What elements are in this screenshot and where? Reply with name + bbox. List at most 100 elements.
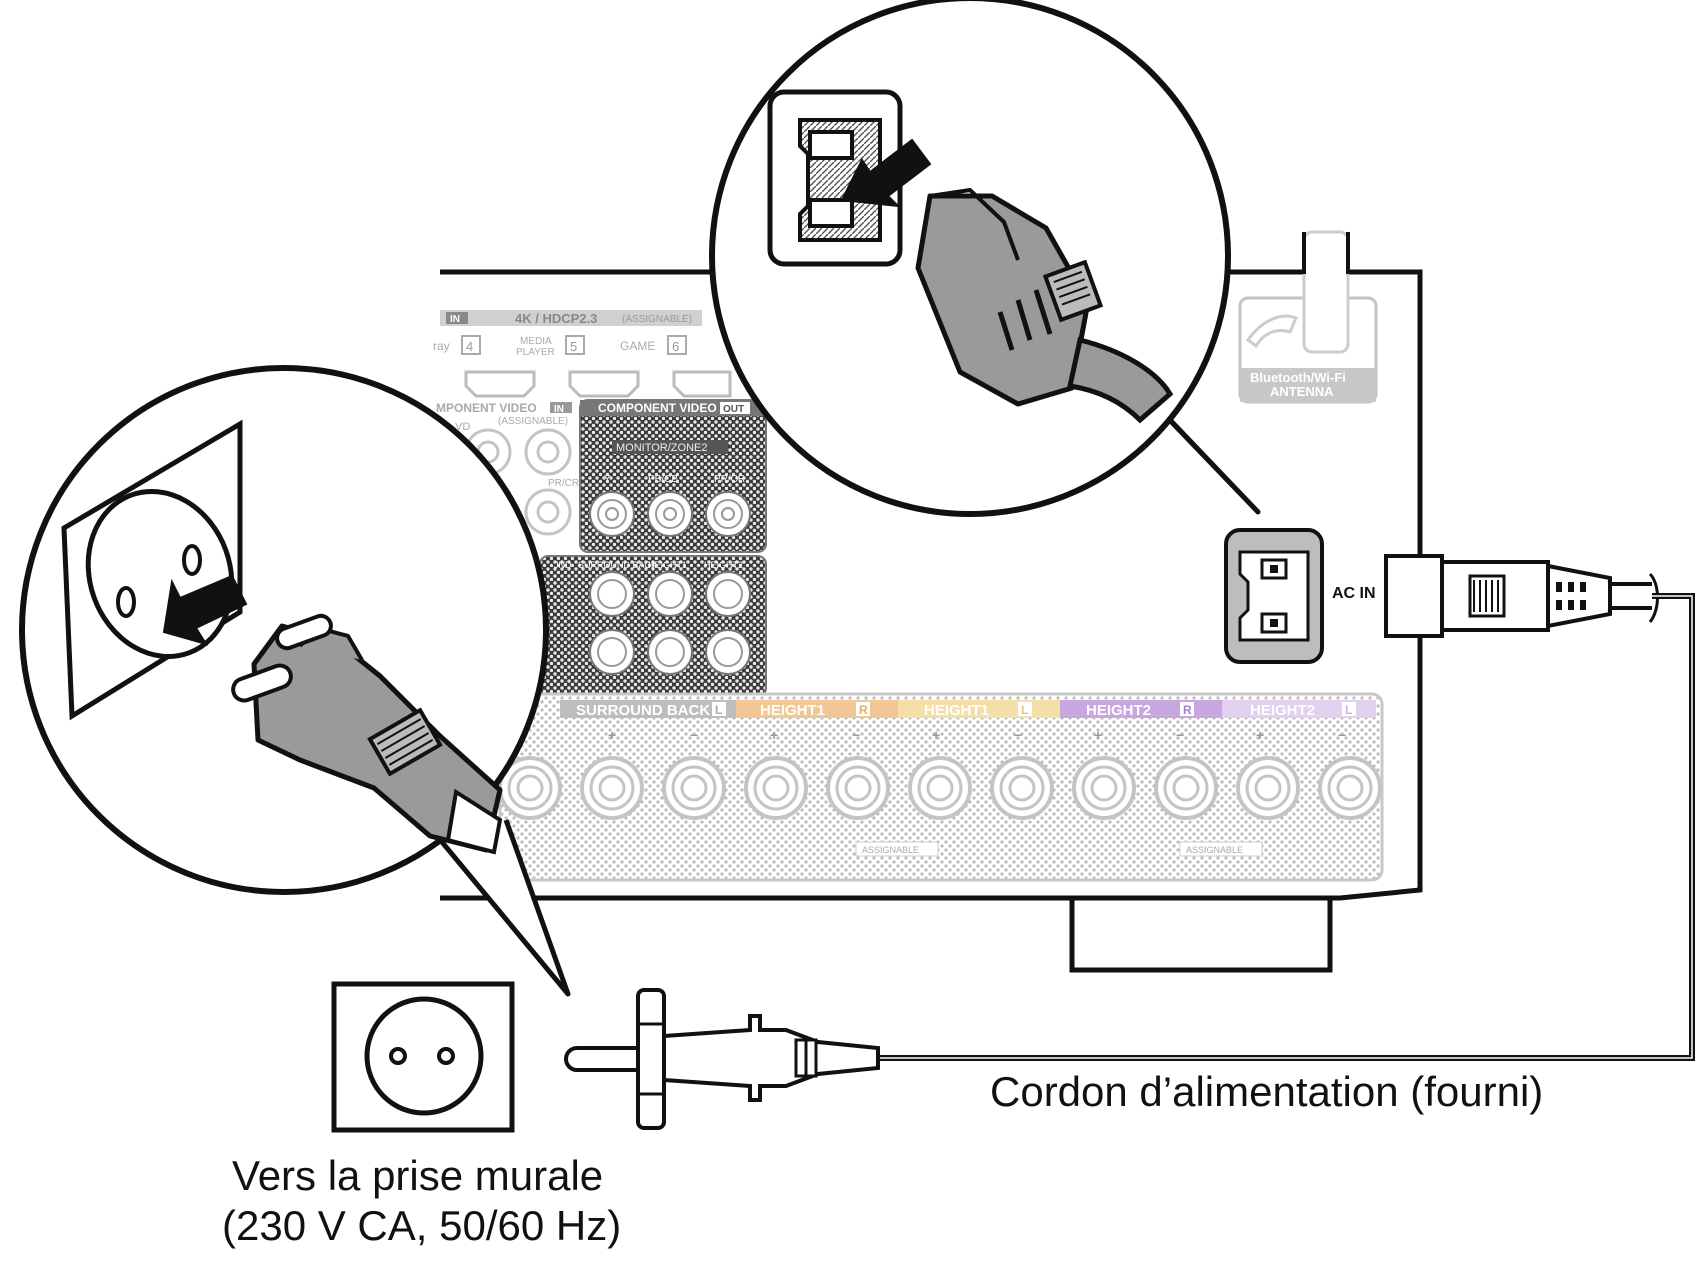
spk-height1-l-ch: L: [1021, 703, 1028, 717]
antenna-label-1: Bluetooth/Wi-Fi: [1250, 370, 1346, 385]
spk-height2-r-ch: R: [1183, 703, 1192, 717]
hdmi-header-title: 4K / HDCP2.3: [515, 311, 597, 326]
pre-out-jack-5: [647, 629, 693, 675]
power-cord-wire-highlight: [878, 595, 1693, 1059]
hdmi-input-bluray-number: 4: [466, 339, 473, 354]
ac-in-label: AC IN: [1332, 585, 1376, 602]
speaker-binding-post-ring: [762, 774, 790, 802]
pre-out-jack-6: [705, 629, 751, 675]
hdmi-header-assignable: (ASSIGNABLE): [622, 314, 692, 325]
polarity-minus-2: −: [852, 727, 860, 743]
speaker-binding-post-ring: [835, 765, 881, 811]
polarity-minus-4: −: [1176, 727, 1184, 743]
polarity-minus-1: −: [690, 727, 698, 743]
hdmi-input-bluray-label: ray: [433, 339, 450, 353]
speaker-binding-post-ring: [1327, 765, 1373, 811]
component-video-out-section: COMPONENT VIDEO OUT MONITOR/ZONE2 Y PB/C…: [579, 399, 767, 553]
component-out-pr: PR/CR: [714, 474, 745, 485]
speaker-binding-post-ring: [671, 765, 717, 811]
speaker-binding-post-ring: [999, 765, 1045, 811]
component-in-jack-2: [524, 428, 572, 476]
polarity-plus-1: +: [608, 727, 616, 743]
hdmi-input-media-player-label-2: PLAYER: [516, 347, 555, 358]
spk-surround-back-ch: L: [715, 703, 722, 717]
speaker-binding-post-ring: [917, 765, 963, 811]
wall-outlet-caption-line2: (230 V CA, 50/60 Hz): [222, 1202, 622, 1249]
speaker-binding-post-ring: [1081, 765, 1127, 811]
polarity-plus-5: +: [1256, 727, 1264, 743]
component-in-assignable: (ASSIGNABLE): [498, 416, 568, 427]
hdmi-jack-6: [672, 370, 732, 398]
speaker-binding-post-ring: [598, 774, 626, 802]
pre-out-surround-back-label: SURROUND BACK: [578, 560, 657, 570]
component-in-tag: IN: [554, 404, 564, 415]
spk-height2-l-label: HEIGHT2: [1250, 702, 1315, 719]
pre-out-section: JND SURROUND BACK HEIGHT1 HEIGHT2: [539, 555, 767, 697]
wall-outlet-front: [331, 981, 515, 1133]
pre-out-jack-3: [705, 571, 751, 617]
euro-plug-side: [564, 988, 880, 1130]
pre-out-surround-label: JND: [554, 560, 572, 570]
bluetooth-wifi-antenna: Bluetooth/Wi-Fi ANTENNA: [1238, 230, 1378, 404]
speaker-binding-post-ring: [753, 765, 799, 811]
wall-outlet-caption-line1: Vers la prise murale: [232, 1152, 604, 1199]
hdmi-input-media-player-number: 5: [570, 339, 577, 354]
speaker-binding-post-ring: [1090, 774, 1118, 802]
component-out-jack-y: [589, 491, 635, 537]
pre-out-jack-4: [589, 629, 635, 675]
hdmi-jack-5: [568, 370, 640, 398]
spk-height1-r-ch: R: [859, 703, 868, 717]
speaker-binding-post-ring: [1245, 765, 1291, 811]
outlet-hole-left: [389, 1047, 407, 1065]
antenna-label-2: ANTENNA: [1270, 384, 1334, 399]
pre-out-jack-1: [589, 571, 635, 617]
spk-surround-back-label: SURROUND BACK: [576, 702, 710, 719]
spk-height1-l-label: HEIGHT1: [924, 702, 989, 719]
spk-height1-r-label: HEIGHT1: [760, 702, 825, 719]
outlet-hole-right: [437, 1047, 455, 1065]
speaker-binding-post-ring: [507, 765, 553, 811]
speaker-binding-post-ring: [680, 774, 708, 802]
zoom-inset-ac-inlet: [709, 0, 1261, 517]
hdmi-in-tag: IN: [450, 314, 460, 325]
hdmi-input-section: IN 4K / HDCP2.3 (ASSIGNABLE) ray 4 MEDIA…: [433, 310, 732, 398]
polarity-plus-4: +: [1094, 727, 1102, 743]
hdmi-input-game-label: GAME: [620, 339, 655, 353]
speaker-binding-post-ring: [844, 774, 872, 802]
pre-out-jack-2: [647, 571, 693, 617]
speaker-binding-post-ring: [1254, 774, 1282, 802]
polarity-minus-3: −: [1014, 727, 1022, 743]
insert-arrow-left-icon: [162, 574, 248, 646]
component-out-jack-pb: [647, 491, 693, 537]
component-out-pb: PB/CB: [648, 474, 678, 485]
speaker-terminals-section: SURROUND BACK L HEIGHT1 R HEIGHT1 L HEIG…: [498, 692, 1384, 882]
speaker-binding-post-ring: [1336, 774, 1364, 802]
receiver-rear-panel: IN 4K / HDCP2.3 (ASSIGNABLE) ray 4 MEDIA…: [433, 230, 1659, 973]
speaker-binding-post-ring: [926, 774, 954, 802]
receiver-foot: [1069, 895, 1333, 973]
component-out-tag: OUT: [723, 404, 744, 415]
polarity-plus-3: +: [932, 727, 940, 743]
hdmi-jack-4: [464, 370, 536, 398]
component-in-pr: PR/CR: [548, 478, 579, 489]
speaker-binding-post-ring: [1172, 774, 1200, 802]
zoom-inset-wall-plug: [19, 365, 571, 997]
component-out-jack-pr: [705, 491, 751, 537]
speaker-binding-post-ring: [1008, 774, 1036, 802]
component-in-title: MPONENT VIDEO: [436, 401, 537, 415]
power-cord-caption: Cordon d’alimentation (fourni): [990, 1068, 1544, 1115]
speaker-binding-post-ring: [516, 774, 544, 802]
assignable-label-2: ASSIGNABLE: [1186, 845, 1243, 855]
assignable-label-1: ASSIGNABLE: [862, 845, 919, 855]
pre-out-height1-label: HEIGHT1: [648, 560, 687, 570]
spk-height2-l-ch: L: [1345, 703, 1352, 717]
component-out-title: COMPONENT VIDEO: [598, 401, 717, 415]
polarity-plus-2: +: [770, 727, 778, 743]
insert-arrow-top-icon: [840, 138, 932, 208]
component-in-jack-3: [524, 488, 572, 536]
spk-height2-r-label: HEIGHT2: [1086, 702, 1151, 719]
ac-inlet-socket: AC IN: [1224, 528, 1376, 664]
component-in-dvd: VD: [455, 421, 470, 433]
hdmi-input-media-player-label-1: MEDIA: [520, 336, 552, 347]
